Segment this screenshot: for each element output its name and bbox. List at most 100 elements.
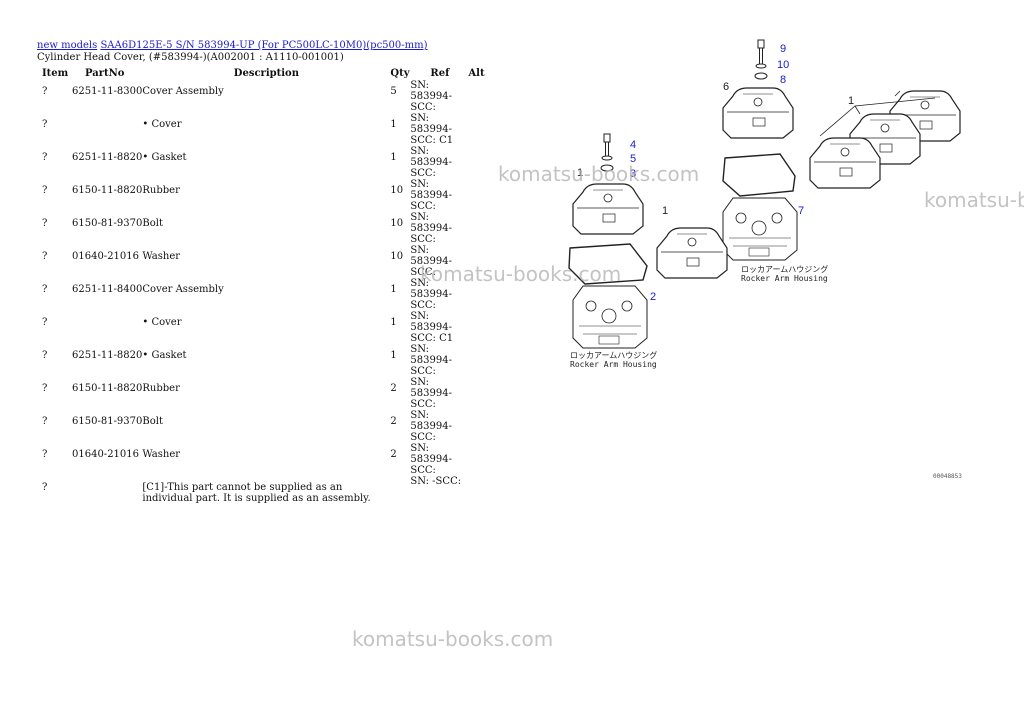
row-description: • Gasket [142,350,187,361]
rocker-arm-housing-right [722,197,798,261]
row-item: ? [42,185,48,196]
row-ref: SN: 583994-SCC: [410,179,452,212]
washer-icon-left [601,155,613,161]
row-ref: SN: 583994-SCC: [410,80,452,113]
header-item: Item [42,67,69,79]
row-qty: 1 [390,284,397,295]
row-ref: SN: 583994-SCC: [410,212,452,245]
header-ref: Ref [430,67,450,79]
gasket-2-icon [568,243,648,285]
row-alt [468,212,488,245]
watermark: komatsu-books.com [924,188,1024,212]
row-partno [72,476,142,504]
cover-assembly-left [572,183,644,235]
row-partno: 6251-11-8400 [72,284,143,295]
label-jp-right: ロッカアームハウジング [741,264,828,274]
breadcrumb-link-new-models[interactable]: new models [37,40,98,51]
row-item: ? [42,449,48,460]
row-ref: SN: 583994-SCC: C1 [410,311,454,344]
row-partno: 6251-11-8300 [72,86,143,97]
cover-assembly-top [722,87,794,139]
watermark: komatsu-books.com [420,262,622,286]
header-alt: Alt [468,67,485,79]
label-en-right: Rocker Arm Housing [741,274,828,283]
bolt-icon [757,39,765,67]
row-partno: 01640-21016 [72,449,140,460]
breadcrumb-link-model[interactable]: SAA6D125E-5 S/N 583994-UP (For PC500LC-1… [100,40,428,51]
row-qty [390,476,410,504]
row-qty: 1 [390,350,397,361]
row-alt [468,410,488,443]
callout-1b: 1 [662,205,668,217]
header-description: Description [233,67,299,79]
row-alt [468,179,488,212]
row-item: ? [42,218,48,229]
row-qty: 1 [390,152,397,163]
row-alt [468,80,488,113]
row-description: Cover Assembly [142,284,224,295]
row-description: Rubber [142,383,180,394]
callout-10: 10 [777,59,789,71]
row-description: • Cover [142,119,182,130]
table-row: ?[C1]-This part cannot be supplied as an… [37,476,488,504]
parts-diagram: 9 10 8 6 1 4 5 3 7 1 1 2 ロッカアームハウジング Roc… [568,39,961,369]
parts-table: Item PartNo Description Qty Ref Alt ?625… [37,66,488,505]
row-alt [468,443,488,476]
row-qty: 2 [390,449,397,460]
header-partno: PartNo [85,67,125,79]
row-qty: 2 [390,416,397,427]
row-ref: SN: -SCC: [410,476,462,487]
row-qty: 1 [390,317,397,328]
row-description: Washer [142,449,181,460]
callout-7: 7 [798,205,804,217]
row-ref: SN: 583994-SCC: [410,410,452,443]
callout-8: 8 [780,74,786,86]
row-partno: 01640-21016 [72,251,140,262]
callout-6: 6 [723,81,729,93]
row-item: ? [42,119,48,130]
callout-2: 2 [650,291,656,303]
row-item: ? [42,251,48,262]
row-ref: SN: 583994-SCC: [410,278,452,311]
label-jp-left: ロッカアームハウジング [570,350,657,360]
row-partno [72,113,142,146]
callout-1c: 1 [577,167,583,179]
row-description: Bolt [142,416,163,427]
watermark: komatsu-books.com [498,162,700,186]
row-description: Rubber [142,185,180,196]
row-partno: 6150-11-8820 [72,383,143,394]
row-item: ? [42,383,48,394]
row-item: ? [42,284,48,295]
row-partno: 6251-11-8820 [72,350,143,361]
row-description: Washer [142,251,181,262]
row-qty: 10 [390,218,404,229]
row-description: [C1]-This part cannot be supplied as an … [142,482,371,504]
page-subtitle: Cylinder Head Cover, (#583994-)(A002001 … [37,52,344,63]
row-description: Bolt [142,218,163,229]
row-alt [468,311,488,344]
row-partno [72,311,142,344]
row-alt [468,377,488,410]
rubber-icon [754,72,768,80]
row-ref: SN: 583994-SCC: [410,146,452,179]
callout-4: 4 [630,139,636,151]
rubber-icon-left [600,164,614,172]
diagram-code: 00048853 [933,473,962,480]
row-alt [468,344,488,377]
callout-5: 5 [630,153,636,165]
row-partno: 6150-81-9370 [72,218,143,229]
row-ref: SN: 583994-SCC: C1 [410,113,454,146]
row-qty: 1 [390,119,397,130]
row-item: ? [42,350,48,361]
header-qty: Qty [390,67,410,79]
